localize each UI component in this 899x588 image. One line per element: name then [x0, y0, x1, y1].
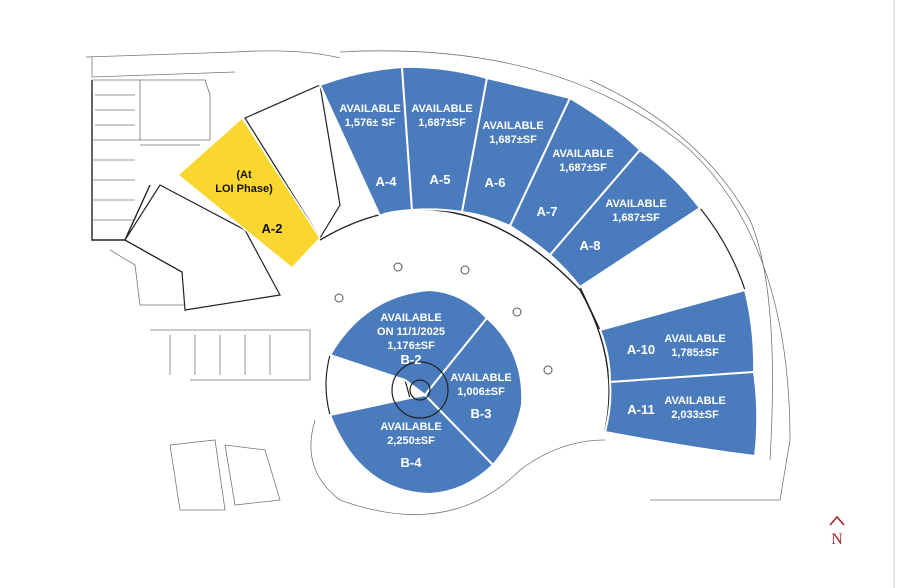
svg-text:AVAILABLE: AVAILABLE [482, 120, 543, 132]
north-label: N [831, 531, 843, 548]
svg-text:ON 11/1/2025: ON 11/1/2025 [377, 326, 445, 338]
svg-text:AVAILABLE: AVAILABLE [380, 312, 441, 324]
unit-b-4-label: AVAILABLE 2,250±SF B-4 [380, 421, 441, 470]
svg-text:B-2: B-2 [401, 352, 422, 367]
svg-text:1,785±SF: 1,785±SF [671, 347, 719, 359]
svg-text:B-4: B-4 [401, 455, 423, 470]
svg-text:A-7: A-7 [537, 204, 558, 219]
svg-text:1,687±SF: 1,687±SF [612, 212, 660, 224]
page-edge [893, 0, 895, 588]
center-stair-core [409, 379, 431, 401]
unit-a-2-line2: LOI Phase) [215, 183, 273, 195]
unit-a-7-label: AVAILABLE 1,687±SF A-7 [537, 148, 614, 219]
svg-text:2,250±SF: 2,250±SF [387, 435, 435, 447]
svg-text:AVAILABLE: AVAILABLE [380, 421, 441, 433]
unit-a-8-label: AVAILABLE 1,687±SF A-8 [580, 198, 667, 253]
center-stair [391, 361, 449, 419]
svg-text:AVAILABLE: AVAILABLE [411, 103, 472, 115]
unit-b-2[interactable] [328, 288, 489, 397]
unit-a-2[interactable] [176, 116, 321, 270]
unit-b-2-label: AVAILABLE ON 11/1/2025 1,176±SF B-2 [377, 312, 445, 367]
unit-a-3 [244, 84, 341, 240]
svg-text:1,687±SF: 1,687±SF [418, 117, 466, 129]
svg-text:1,176±SF: 1,176±SF [387, 340, 435, 352]
north-arrow-icon: N [829, 515, 845, 548]
svg-text:1,576± SF: 1,576± SF [345, 117, 396, 129]
unit-b-4[interactable] [328, 393, 495, 496]
svg-text:A-11: A-11 [627, 402, 654, 417]
unit-a-1 [124, 184, 281, 311]
svg-text:A-8: A-8 [580, 238, 601, 253]
unit-a-8[interactable] [548, 148, 702, 289]
svg-text:1,687±SF: 1,687±SF [559, 162, 607, 174]
svg-text:AVAILABLE: AVAILABLE [450, 372, 511, 384]
svg-text:A-6: A-6 [485, 175, 506, 190]
svg-text:1,006±SF: 1,006±SF [457, 386, 505, 398]
svg-text:A-4: A-4 [376, 174, 398, 189]
svg-text:AVAILABLE: AVAILABLE [605, 198, 666, 210]
unit-a-6-label: AVAILABLE 1,687±SF A-6 [482, 120, 543, 190]
unit-a-5-label: AVAILABLE 1,687±SF A-5 [411, 103, 472, 187]
unit-a-11[interactable] [603, 370, 759, 458]
svg-text:AVAILABLE: AVAILABLE [552, 148, 613, 160]
unit-a-2-label: (At LOI Phase) A-2 [215, 169, 282, 236]
svg-text:AVAILABLE: AVAILABLE [664, 333, 725, 345]
svg-text:2,033±SF: 2,033±SF [671, 409, 719, 421]
svg-text:A-10: A-10 [627, 342, 655, 357]
unit-a-2-id: A-2 [262, 221, 283, 236]
unit-a-11-label: AVAILABLE 2,033±SF A-11 [627, 395, 725, 421]
svg-text:AVAILABLE: AVAILABLE [339, 103, 400, 115]
svg-text:1,687±SF: 1,687±SF [489, 134, 537, 146]
unit-a-10-label: AVAILABLE 1,785±SF A-10 [627, 333, 726, 359]
svg-text:AVAILABLE: AVAILABLE [664, 395, 725, 407]
unit-a-4-label: AVAILABLE 1,576± SF A-4 [339, 103, 400, 189]
unit-b-3-label: AVAILABLE 1,006±SF B-3 [450, 372, 511, 421]
svg-text:B-3: B-3 [471, 406, 492, 421]
unit-a-2-line1: (At [236, 169, 252, 181]
unit-b-3[interactable] [423, 316, 524, 467]
svg-text:A-5: A-5 [430, 172, 451, 187]
courtyard-plantings [334, 262, 553, 375]
